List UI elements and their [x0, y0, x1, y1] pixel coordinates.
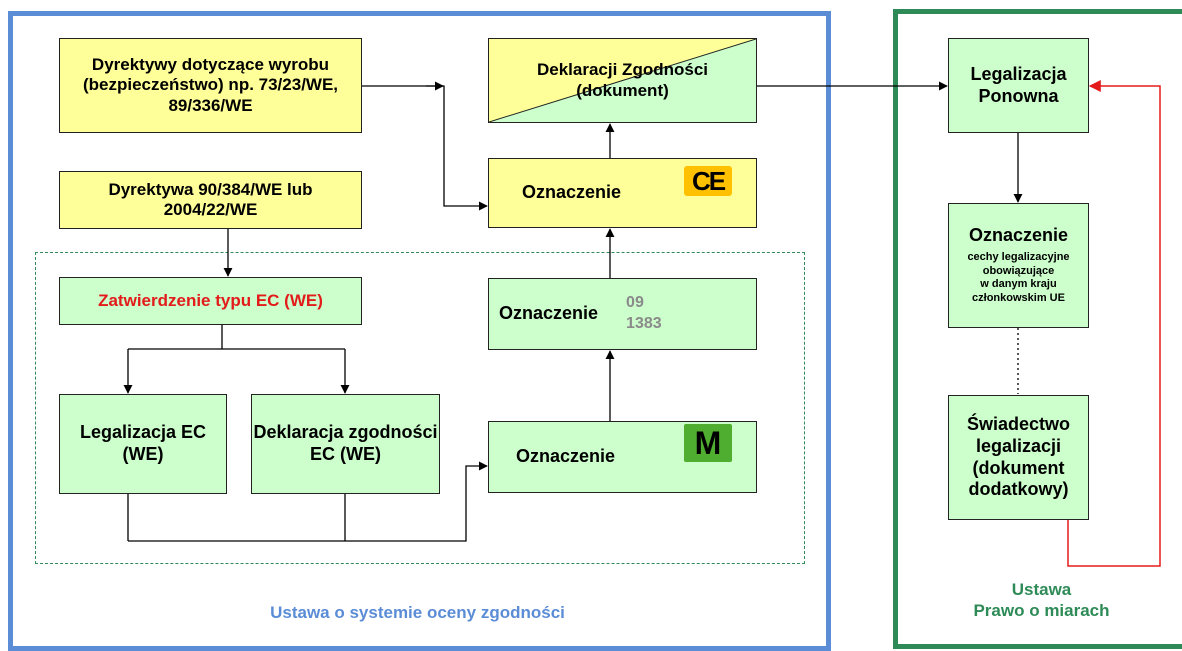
- reverification-box: Legalizacja Ponowna: [948, 38, 1089, 133]
- declaration-of-conformity-text: Deklaracji Zgodności (dokument): [537, 60, 708, 100]
- ec-verification-text: Legalizacja EC (WE): [79, 422, 207, 464]
- conformity-assessment-caption: Ustawa o systemie oceny zgodności: [270, 603, 565, 622]
- measuring-directive-region: [35, 252, 805, 564]
- notified-body-number: 09 1383: [626, 294, 662, 332]
- ce-mark-icon: CE: [684, 166, 732, 196]
- measures-law-caption: Ustawa Prawo o miarach: [973, 580, 1110, 621]
- ec-declaration-text: Deklaracja zgodności EC (WE): [253, 422, 438, 464]
- directive-90-384-text: Dyrektywa 90/384/WE lub 2004/22/WE: [108, 179, 313, 219]
- verification-certificate-text: Świadectwo legalizacji (dokument dodatko…: [966, 414, 1071, 500]
- national-marking-box: Oznaczenie cechy legalizacyjne obowiązuj…: [948, 203, 1089, 328]
- type-approval-text: Zatwierdzenie typu EC (WE): [98, 290, 323, 310]
- red-loop-arrow: [1067, 80, 1161, 567]
- directive-90-384-box: Dyrektywa 90/384/WE lub 2004/22/WE: [59, 171, 362, 229]
- connectors: [123, 80, 1161, 567]
- national-marking-description: cechy legalizacyjne obowiązujące w danym…: [967, 250, 1070, 305]
- verification-certificate-box: Świadectwo legalizacji (dokument dodatko…: [948, 395, 1089, 520]
- product-directives-text: Dyrektywy dotyczące wyrobu (bezpieczeńst…: [82, 54, 339, 115]
- national-marking-title: Oznaczenie: [968, 225, 1069, 246]
- arrow-merge-to-m-marking: [128, 461, 488, 542]
- notified-body-marking-label: Oznaczenie: [499, 303, 599, 324]
- ce-marking-label: Oznaczenie: [522, 182, 622, 203]
- arrow-product-directives-to-ce: [362, 85, 488, 211]
- reverification-text: Legalizacja Ponowna: [970, 63, 1067, 106]
- declaration-split-background: [489, 39, 756, 122]
- ec-verification-box: Legalizacja EC (WE): [59, 394, 227, 494]
- product-directives-box: Dyrektywy dotyczące wyrobu (bezpieczeńst…: [59, 38, 362, 133]
- metrology-m-mark-icon: M: [684, 424, 732, 462]
- declaration-of-conformity-box: Deklaracji Zgodności (dokument): [488, 38, 757, 123]
- m-marking-label: Oznaczenie: [516, 446, 616, 467]
- notified-body-marking-box: Oznaczenie 09 1383: [488, 278, 757, 350]
- ec-declaration-box: Deklaracja zgodności EC (WE): [251, 394, 440, 494]
- type-approval-box: Zatwierdzenie typu EC (WE): [59, 277, 362, 325]
